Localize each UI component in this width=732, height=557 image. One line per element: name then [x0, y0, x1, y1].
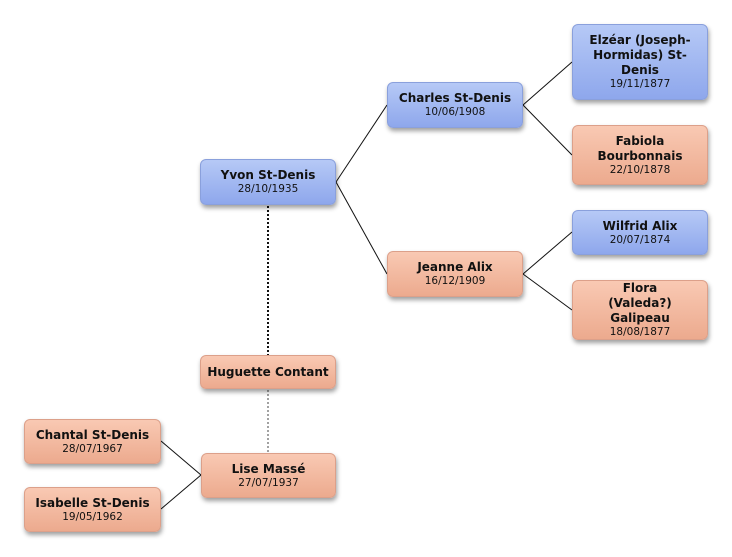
connector-lise-chantal: [160, 440, 202, 476]
person-node-jeanne[interactable]: Jeanne Alix 16/12/1909: [387, 251, 523, 297]
person-name: Fabiola Bourbonnais: [597, 133, 683, 163]
person-node-lise[interactable]: Lise Massé 27/07/1937: [201, 453, 336, 498]
person-date: 20/07/1874: [609, 233, 671, 246]
person-date: 19/05/1962: [62, 510, 123, 523]
connector-jeanne-wilfrid: [522, 231, 573, 275]
person-date: 10/06/1908: [424, 106, 486, 118]
connector-charles-fabiola: [522, 104, 573, 156]
person-name: Isabelle St-Denis: [35, 495, 150, 510]
connector-yvon-jeanne: [335, 181, 388, 275]
person-name: Chantal St-Denis: [35, 427, 150, 442]
person-name: Lise Massé: [231, 461, 306, 476]
person-node-elzear[interactable]: Elzéar (Joseph-Hormidas) St-Denis 19/11/…: [572, 24, 708, 100]
person-date: 18/08/1877: [609, 326, 671, 338]
connector-charles-elzear: [522, 61, 573, 106]
person-node-isabelle[interactable]: Isabelle St-Denis 19/05/1962: [24, 487, 161, 532]
person-node-huguette[interactable]: Huguette Contant: [200, 355, 336, 389]
person-node-charles[interactable]: Charles St-Denis 10/06/1908: [387, 82, 523, 128]
person-node-flora[interactable]: Flora (Valeda?) Galipeau 18/08/1877: [572, 280, 708, 340]
person-name: Yvon St-Denis: [220, 168, 316, 182]
person-name: Jeanne Alix: [417, 260, 493, 274]
connector-yvon-charles: [335, 104, 388, 183]
connector-lise-isabelle: [160, 474, 202, 510]
person-node-fabiola[interactable]: Fabiola Bourbonnais 22/10/1878: [572, 125, 708, 185]
person-date: 16/12/1909: [424, 275, 486, 287]
person-node-chantal[interactable]: Chantal St-Denis 28/07/1967: [24, 419, 161, 464]
person-date: 27/07/1937: [238, 476, 299, 489]
person-name: Flora (Valeda?) Galipeau: [608, 281, 672, 325]
person-date: 19/11/1877: [609, 78, 671, 90]
person-date: 28/10/1935: [237, 183, 299, 195]
connector-jeanne-flora: [522, 273, 573, 311]
person-name: Huguette Contant: [207, 364, 329, 379]
person-name: Elzéar (Joseph-Hormidas) St-Denis: [589, 33, 691, 77]
person-node-wilfrid[interactable]: Wilfrid Alix 20/07/1874: [572, 210, 708, 255]
person-date: 22/10/1878: [609, 163, 671, 176]
person-name: Wilfrid Alix: [602, 218, 678, 233]
person-date: 28/07/1967: [62, 442, 123, 455]
person-node-yvon[interactable]: Yvon St-Denis 28/10/1935: [200, 159, 336, 205]
person-name: Charles St-Denis: [398, 91, 512, 105]
